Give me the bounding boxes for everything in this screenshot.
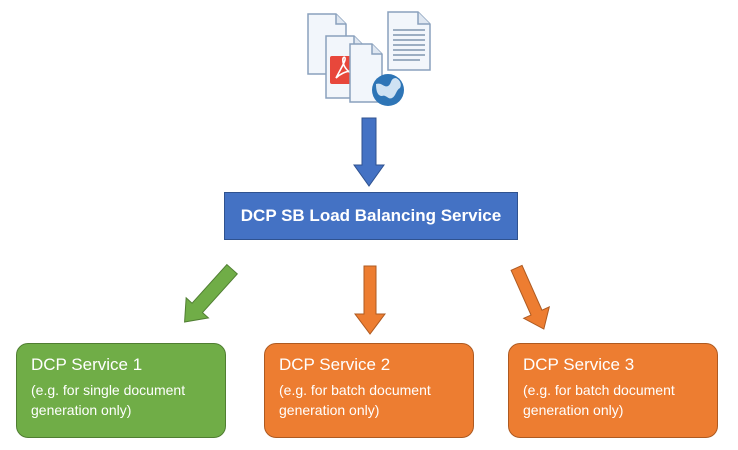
- service-title: DCP Service 2: [279, 355, 391, 374]
- service-box-1: DCP Service 1 (e.g. for single document …: [16, 343, 226, 438]
- globe-icon: [372, 74, 404, 106]
- service-description-line: (e.g. for single document: [31, 382, 186, 398]
- service-description-line: (e.g. for batch document: [279, 382, 431, 398]
- arrow-down-right-icon: [510, 264, 551, 330]
- text-document-icon: [387, 11, 431, 71]
- documents-icon: [307, 11, 431, 106]
- service-title: DCP Service 1: [31, 355, 143, 374]
- service-description-line: generation only): [31, 402, 132, 418]
- arrow-down-left-icon: [184, 263, 238, 323]
- service-description-line: generation only): [279, 402, 380, 418]
- service-box-3: DCP Service 3 (e.g. for batch document g…: [508, 343, 718, 438]
- load-balancer-label: DCP SB Load Balancing Service: [240, 206, 502, 225]
- service-description-line: generation only): [523, 402, 624, 418]
- arrow-down-icon: [354, 265, 386, 335]
- load-balancer-box: DCP SB Load Balancing Service: [224, 192, 518, 240]
- service-box-2: DCP Service 2 (e.g. for batch document g…: [264, 343, 474, 438]
- service-title: DCP Service 3: [523, 355, 635, 374]
- arrow-down-icon: [353, 117, 385, 187]
- service-description-line: (e.g. for batch document: [523, 382, 675, 398]
